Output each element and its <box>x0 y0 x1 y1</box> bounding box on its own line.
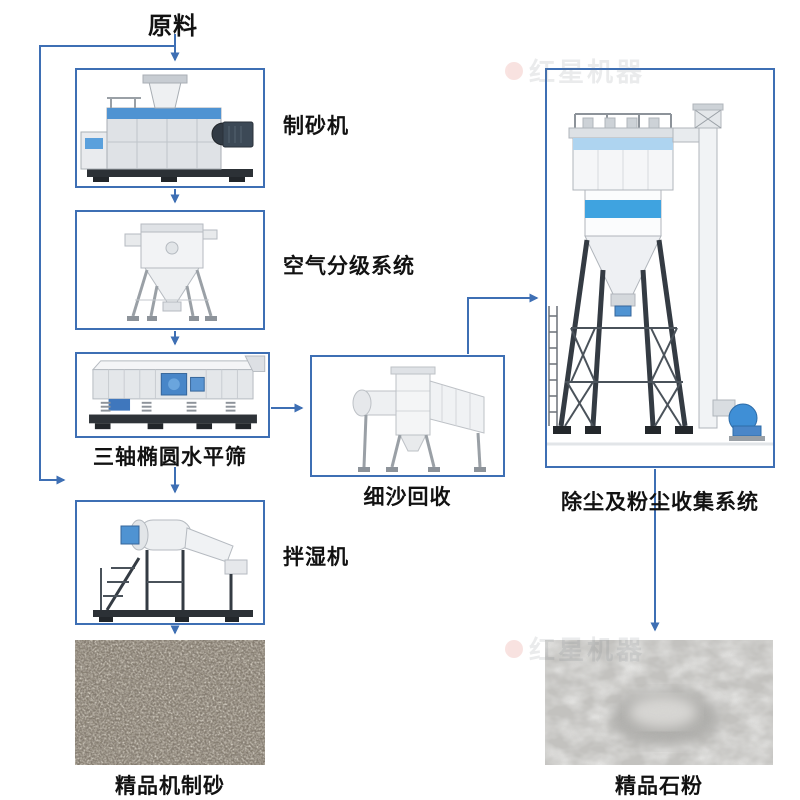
triaxial-screen-image <box>89 355 266 430</box>
triaxial-screen-label: 三轴椭圆水平筛 <box>93 446 247 469</box>
triaxial-screen-box <box>75 352 270 438</box>
sand-maker-label: 制砂机 <box>283 115 349 138</box>
wet-mixer-box <box>75 500 265 625</box>
air-classifier-box <box>75 210 265 330</box>
finished-sand-label: 精品机制砂 <box>115 775 225 798</box>
watermark-red-dot-icon <box>505 61 523 80</box>
finished-sand-photo <box>75 640 265 765</box>
dust-collection-label: 除尘及粉尘收集系统 <box>561 491 759 514</box>
air-classifier-image <box>124 223 218 321</box>
finished-powder-photo <box>545 640 773 765</box>
watermark-red-dot-icon <box>505 639 523 658</box>
air-classifier-label: 空气分级系统 <box>283 255 415 278</box>
fine-sand-recovery-label: 细沙回收 <box>363 486 452 509</box>
fine-sand-recovery-box <box>310 355 505 477</box>
sand-maker-box <box>75 68 265 188</box>
finished-powder-label: 精品石粉 <box>615 775 703 798</box>
dust-collection-image <box>547 103 773 446</box>
fine-sand-recovery-image <box>352 366 486 472</box>
dust-collection-box <box>545 68 775 468</box>
raw-material-label: 原料 <box>148 13 198 40</box>
wet-mixer-image <box>93 519 253 622</box>
sand-maker-image <box>80 74 254 182</box>
wet-mixer-label: 拌湿机 <box>283 546 349 569</box>
